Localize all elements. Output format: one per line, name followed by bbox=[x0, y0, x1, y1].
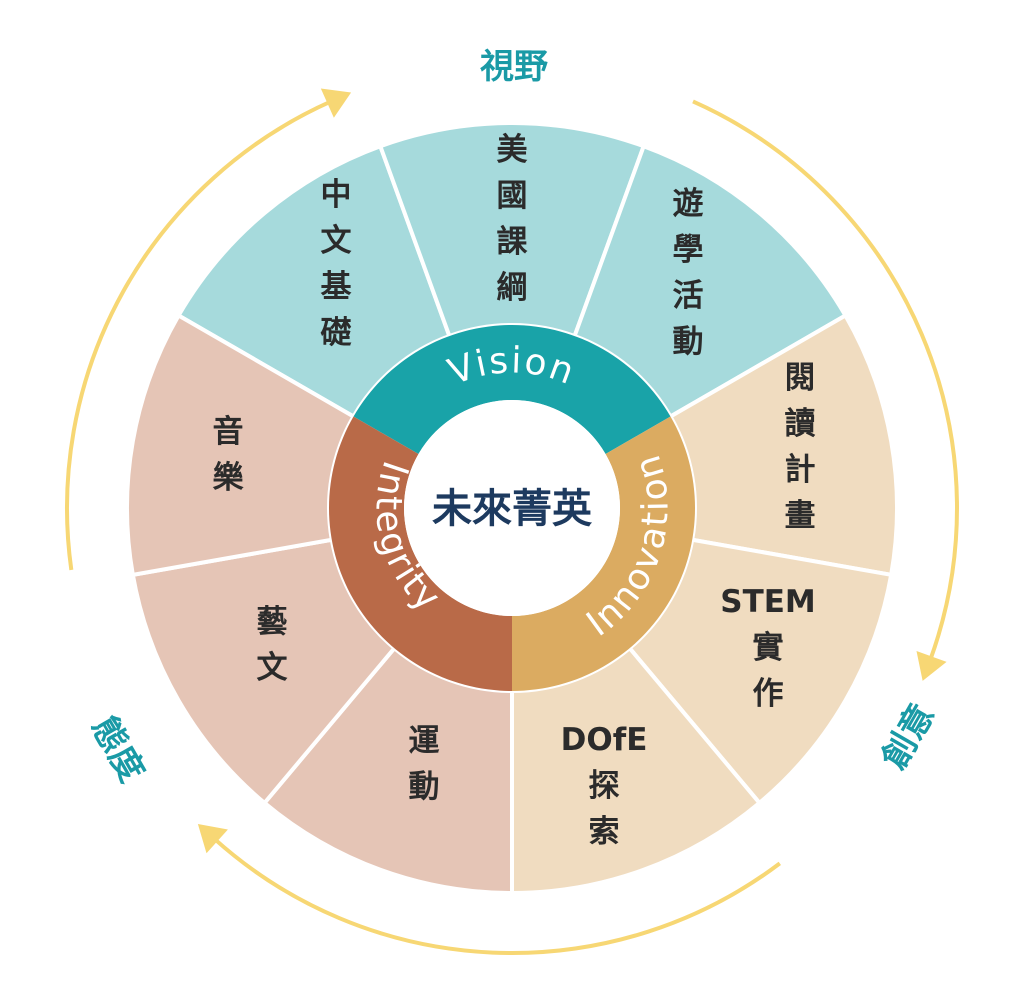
segment-label-us-curriculum: 美國課綱 bbox=[497, 132, 528, 306]
segment-label-line: 閱 bbox=[785, 360, 816, 396]
segment-label-line: 探 bbox=[589, 768, 620, 804]
segment-label-line: 文 bbox=[321, 223, 352, 259]
segment-label-dofe: DOfE 探索 bbox=[561, 722, 648, 850]
pillar-ring-integrity bbox=[329, 416, 512, 691]
pillar-ring-vision bbox=[353, 324, 671, 454]
segment-label-line: 實 bbox=[753, 630, 784, 666]
segment-label-chinese: 中文基礎 bbox=[321, 177, 352, 351]
arrows-layer bbox=[65, 88, 959, 955]
segment-label-line: 活 bbox=[673, 278, 704, 314]
segment-label-line: 文 bbox=[257, 650, 288, 686]
pillar-ring-innovation bbox=[512, 416, 695, 691]
segment-label-line: 音 bbox=[213, 414, 244, 450]
segment-label-line: 樂 bbox=[213, 460, 245, 496]
segment-label-line: 動 bbox=[409, 769, 440, 805]
segment-label-line: 畫 bbox=[785, 498, 816, 534]
segment-label-line: 中 bbox=[321, 177, 352, 213]
arrow-creativity-to-attitude-head-icon bbox=[197, 823, 228, 854]
arrow-vision-to-creativity-arc bbox=[692, 99, 959, 661]
segment-label-line: 綱 bbox=[497, 270, 528, 306]
segment-label-line: 課 bbox=[497, 224, 528, 260]
segment-label-line: 索 bbox=[589, 814, 620, 850]
segment-label-line: 學 bbox=[673, 232, 704, 268]
segment-label-line: STEM bbox=[720, 584, 816, 620]
segment-label-stem: STEM 實作 bbox=[720, 584, 816, 712]
center-label: 未來菁英 bbox=[432, 486, 593, 532]
segment-label-line: 礎 bbox=[321, 315, 352, 351]
outer-label-creativity: 創意 bbox=[874, 697, 943, 776]
segment-label-line: 動 bbox=[673, 324, 704, 360]
segment-label-line: DOfE bbox=[561, 722, 648, 758]
segment-label-line: 作 bbox=[753, 676, 784, 712]
segment-label-line: 讀 bbox=[785, 406, 816, 442]
segment-label-study-tour: 遊學活動 bbox=[673, 186, 704, 360]
segment-label-line: 國 bbox=[497, 178, 528, 214]
segment-label-reading: 閱讀計畫 bbox=[785, 360, 816, 534]
segment-label-arts: 藝文 bbox=[257, 604, 288, 686]
arrow-attitude-to-vision-arc bbox=[65, 99, 332, 571]
segment-label-line: 藝 bbox=[257, 604, 288, 640]
segments-layer bbox=[125, 121, 899, 896]
center-circle bbox=[404, 400, 620, 616]
segment-label-line: 運 bbox=[409, 723, 440, 759]
segment-label-music: 音樂 bbox=[213, 414, 245, 496]
segment-label-line: 美 bbox=[497, 132, 528, 168]
outer-label-attitude: 態度 bbox=[83, 710, 152, 789]
segment-label-line: 基 bbox=[321, 269, 352, 305]
segment-label-sports: 運動 bbox=[409, 723, 440, 805]
segment-label-line: 計 bbox=[785, 452, 816, 488]
arrow-creativity-to-attitude-arc bbox=[212, 837, 782, 955]
segment-label-line: 遊 bbox=[673, 186, 704, 222]
arrow-vision-to-creativity-head-icon bbox=[916, 650, 947, 681]
arrow-attitude-to-vision-head-icon bbox=[320, 88, 352, 118]
outer-label-vision: 視野 bbox=[480, 47, 548, 87]
